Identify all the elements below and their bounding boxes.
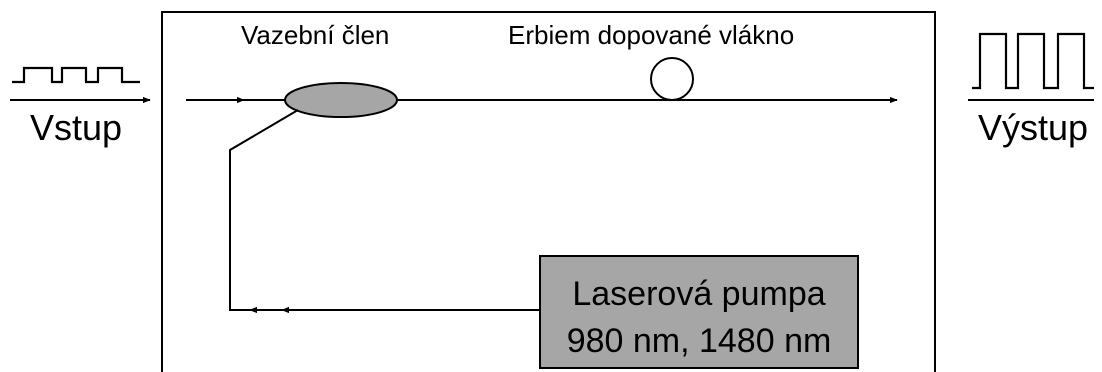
pump-path [229,109,540,311]
erbium-fiber-coil [650,57,694,101]
coupler-label: Vazební člen [241,20,389,50]
output-label: Výstup [978,107,1088,148]
input-pulse-train [12,66,140,84]
pump-label-line1: Laserová pumpa [572,275,825,313]
laser-pump-box [539,255,859,369]
input-label: Vstup [30,107,122,148]
output-pulse-train [972,32,1094,90]
pump-label-line2: 980 nm, 1480 nm [567,322,832,360]
fiber-label: Erbiem dopované vlákno [508,20,794,50]
coupler-shape [284,82,398,118]
amplifier-enclosure [161,11,936,372]
